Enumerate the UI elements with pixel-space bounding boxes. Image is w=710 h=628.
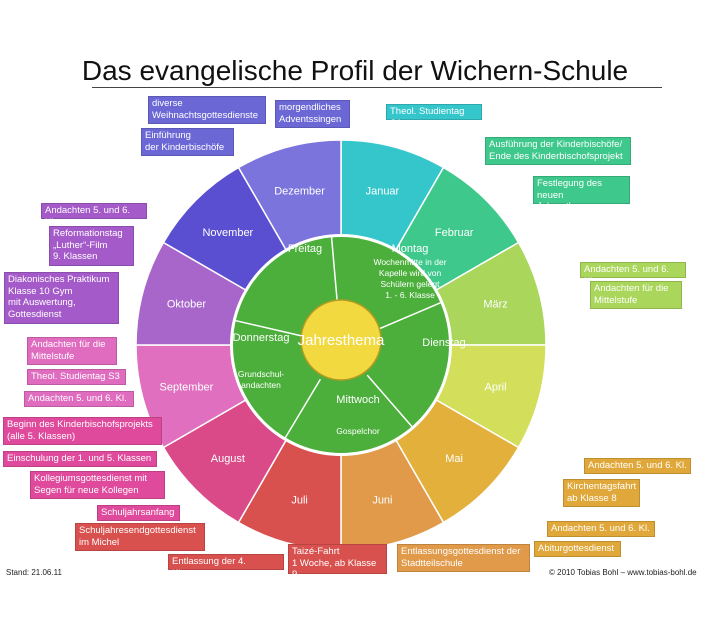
month-label-märz: März xyxy=(483,299,507,311)
month-ring-border xyxy=(230,234,452,456)
weekday-note-donnerstag: andachten xyxy=(241,380,281,390)
label-andachten-juni: Andachten 5. und 6. Kl. xyxy=(547,521,655,537)
month-label-oktober: Oktober xyxy=(167,299,206,311)
label-schuljahresendgottesdienst: Schuljahresendgottesdienst im Michel xyxy=(75,523,205,551)
label-einfuehrung-kinderbischoefe: Einführung der Kinderbischöfe xyxy=(141,128,234,156)
month-label-april: April xyxy=(485,381,507,393)
month-label-juli: Juli xyxy=(291,495,308,507)
label-andachten-maerz: Andachten 5. und 6. Kl. xyxy=(580,262,686,287)
label-weihnachtsgottesdienste: diverse Weihnachtsgottesdienste xyxy=(148,96,266,124)
center-label: Jahresthema xyxy=(298,332,385,349)
weekday-label-dienstag: Dienstag xyxy=(422,337,465,349)
label-festlegung-jahresthema: Festlegung des neuen Jahrenthemas xyxy=(533,176,630,212)
label-diakonisches-praktikum: Diakonisches Praktikum Klasse 10 Gym mit… xyxy=(4,272,119,324)
page-title: Das evangelische Profil der Wichern-Schu… xyxy=(81,55,629,86)
weekday-note-mittwoch: Gospelchor xyxy=(336,426,380,436)
month-label-februar: Februar xyxy=(435,227,474,239)
month-label-juni: Juni xyxy=(372,495,392,507)
label-studientag-s3: Theol. Studientag S3 xyxy=(27,369,126,385)
weekday-note-montag: Schülern gelegt xyxy=(380,279,440,289)
weekday-divider xyxy=(330,237,339,306)
weekday-note-montag: Kapelle wird von xyxy=(379,268,442,278)
label-studientag-s1: Theol. Studientag S1 xyxy=(386,104,482,129)
month-label-november: November xyxy=(202,227,253,239)
label-schuljahrsanfang: Schuljahrsanfang xyxy=(97,505,180,521)
weekday-divider xyxy=(366,374,413,428)
label-beginn-kinderbischofsprojekt: Beginn des Kinderbischofsprojekts (alle … xyxy=(3,417,162,445)
label-reformationstag: Reformationstag „Luther“-Film 9. Klassen xyxy=(49,226,134,266)
weekday-divider xyxy=(235,319,303,337)
weekday-note-montag: 1. - 6. Klasse xyxy=(385,290,435,300)
label-abiturgottesdienst: Abiturgottesdienst xyxy=(534,541,621,557)
weekday-label-montag: Montag xyxy=(392,243,429,255)
month-label-januar: Januar xyxy=(366,185,400,197)
label-ausfuehrung-kinderbischoefe: Ausführung der Kinderbischöfe/ Ende des … xyxy=(485,137,631,165)
center-disc xyxy=(300,299,382,381)
label-andachten-november: Andachten 5. und 6. Kl. xyxy=(41,203,147,228)
label-taize-fahrt: Taizé-Fahrt 1 Woche, ab Klasse 9 xyxy=(288,544,387,580)
title-underline xyxy=(92,87,662,88)
label-mittelstufe-maerz: Andachten für die Mittelstufe xyxy=(590,281,682,309)
weekday-note-donnerstag: Grundschul- xyxy=(238,369,284,379)
label-andachten-mai: Andachten 5. und 6. Kl. xyxy=(584,458,691,474)
weekday-label-donnerstag: Donnerstag xyxy=(233,332,290,344)
weekday-divider xyxy=(377,302,441,331)
month-label-dezember: Dezember xyxy=(274,185,325,197)
label-entlassungsgottesdienst: Entlassungsgottesdienst der Stadtteilsch… xyxy=(397,544,530,572)
label-adventssingen: morgendliches Adventssingen xyxy=(275,100,350,128)
label-andachten-september: Andachten 5. und 6. Kl. xyxy=(24,391,134,407)
label-entlassung-4-klassen: Entlassung der 4. Klassen xyxy=(168,554,284,579)
month-label-august: August xyxy=(211,453,245,465)
label-einschulung: Einschulung der 1. und 5. Klassen xyxy=(3,451,157,467)
month-label-mai: Mai xyxy=(445,453,463,465)
weekday-label-mittwoch: Mittwoch xyxy=(336,394,379,406)
label-kollegiumsgottesdienst: Kollegiumsgottesdienst mit Segen für neu… xyxy=(30,471,165,499)
weekday-divider xyxy=(284,378,322,438)
weekday-note-montag: Wochenmitte in der xyxy=(373,257,446,267)
label-kirchentagsfahrt: Kirchentagsfahrt ab Klasse 8 xyxy=(563,479,640,507)
label-mittelstufe-september: Andachten für die Mittelstufe xyxy=(27,337,117,365)
footer-date: Stand: 21.06.11 xyxy=(6,568,62,577)
footer-copyright: © 2010 Tobias Bohl – www.tobias-bohl.de xyxy=(549,568,697,577)
weekday-label-freitag: Freitag xyxy=(288,243,322,255)
month-label-september: September xyxy=(160,381,214,393)
